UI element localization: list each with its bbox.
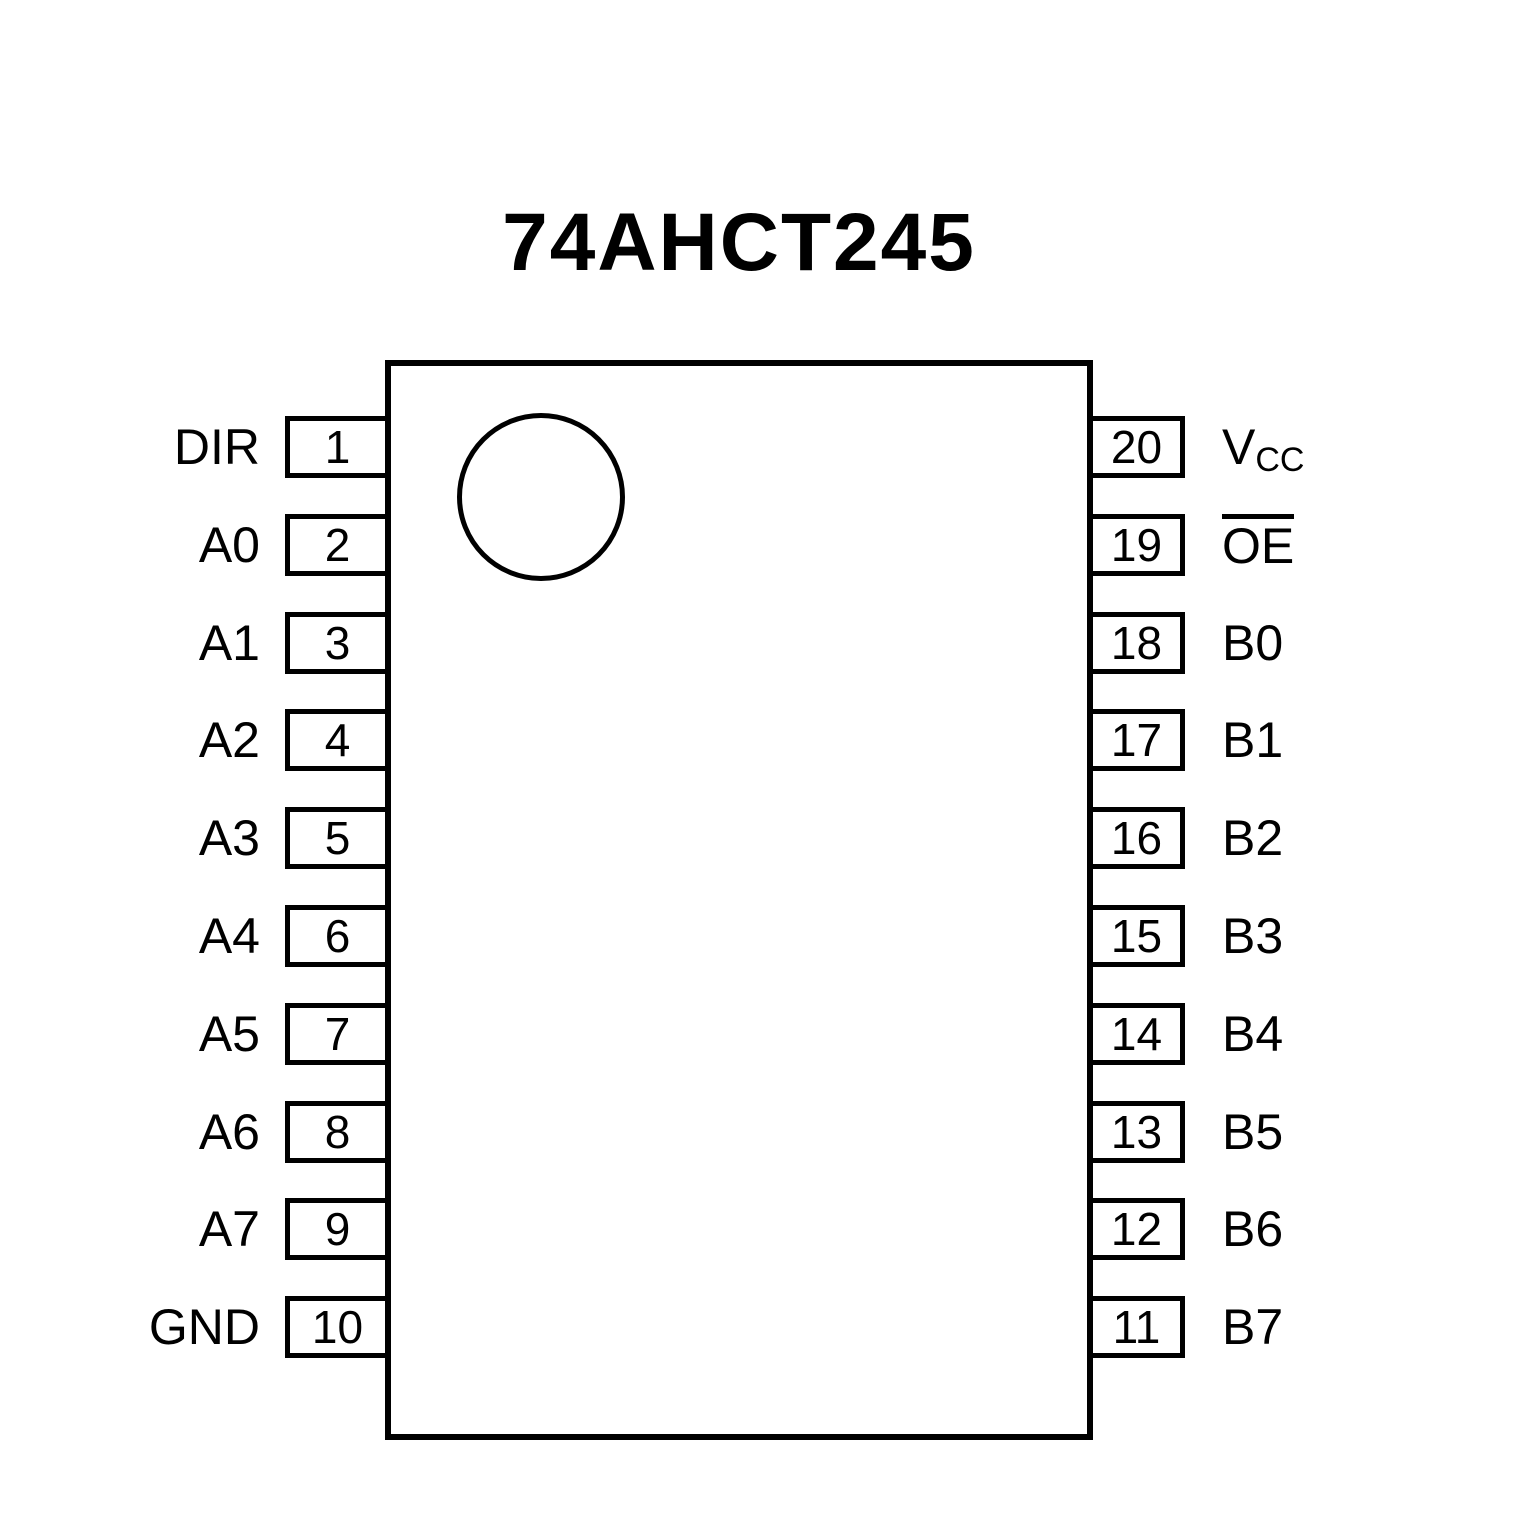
pin-number: 14 (1110, 1008, 1163, 1060)
pin-label: B3 (1222, 908, 1284, 964)
pin-label: B2 (1222, 810, 1284, 866)
pin-box: 4 (285, 709, 390, 771)
pin-label: A2 (198, 712, 260, 768)
pin-number: 6 (324, 910, 351, 962)
pin-label: A3 (198, 810, 260, 866)
pin-label: VCC (1222, 416, 1305, 479)
chip-title: 74AHCT245 (502, 197, 976, 288)
pin-label: OE (1222, 514, 1295, 576)
pin-box: 7 (285, 1003, 390, 1065)
pin-label: B1 (1222, 712, 1284, 768)
pin-box: 5 (285, 807, 390, 869)
pin-number: 8 (324, 1106, 351, 1158)
pin-number: 15 (1110, 910, 1163, 962)
pin-number: 11 (1112, 1301, 1161, 1353)
pin-label: A6 (198, 1104, 260, 1160)
pin-label: GND (148, 1299, 260, 1355)
pin-number: 18 (1110, 617, 1163, 669)
pin-label: A1 (198, 615, 260, 671)
pin-number: 5 (324, 812, 351, 864)
pin-number: 10 (311, 1301, 364, 1353)
pin-label-overlined: OE (1222, 514, 1295, 571)
pin-box: 14 (1088, 1003, 1185, 1065)
pin-label: A4 (198, 908, 260, 964)
pin-number: 16 (1110, 812, 1163, 864)
pin-box: 12 (1088, 1198, 1185, 1260)
pin1-indicator-circle (457, 413, 625, 581)
pin-label: A7 (198, 1201, 260, 1257)
pin-number: 1 (324, 421, 351, 473)
pin-label: DIR (173, 419, 260, 475)
pin-box: 13 (1088, 1101, 1185, 1163)
pin-number: 9 (324, 1203, 351, 1255)
pin-number: 20 (1110, 421, 1163, 473)
pin-number: 13 (1110, 1106, 1163, 1158)
pin-label: A0 (198, 517, 260, 573)
pin-number: 3 (324, 617, 351, 669)
pin-label: B5 (1222, 1104, 1284, 1160)
pin-box: 17 (1088, 709, 1185, 771)
pin-label: B4 (1222, 1006, 1284, 1062)
pin-label-subscript: CC (1255, 441, 1305, 479)
pin-number: 7 (324, 1008, 351, 1060)
pin-number: 4 (324, 714, 351, 766)
pin-number: 19 (1110, 519, 1163, 571)
pin-number: 2 (324, 519, 351, 571)
pin-label-base: V (1222, 419, 1256, 475)
pin-label: A5 (198, 1006, 260, 1062)
pin-box: 2 (285, 514, 390, 576)
pin-box: 8 (285, 1101, 390, 1163)
pin-number: 17 (1110, 714, 1163, 766)
pin-box: 11 (1088, 1296, 1185, 1358)
pin-box: 9 (285, 1198, 390, 1260)
pin-box: 16 (1088, 807, 1185, 869)
pin-label: B6 (1222, 1201, 1284, 1257)
pin-box: 15 (1088, 905, 1185, 967)
pin-label: B0 (1222, 615, 1284, 671)
pin-box: 6 (285, 905, 390, 967)
pin-label: B7 (1222, 1299, 1284, 1355)
pin-box: 19 (1088, 514, 1185, 576)
pin-box: 18 (1088, 612, 1185, 674)
pin-box: 1 (285, 416, 390, 478)
pin-number: 12 (1110, 1203, 1163, 1255)
pin-box: 10 (285, 1296, 390, 1358)
pin-box: 3 (285, 612, 390, 674)
pin-box: 20 (1088, 416, 1185, 478)
